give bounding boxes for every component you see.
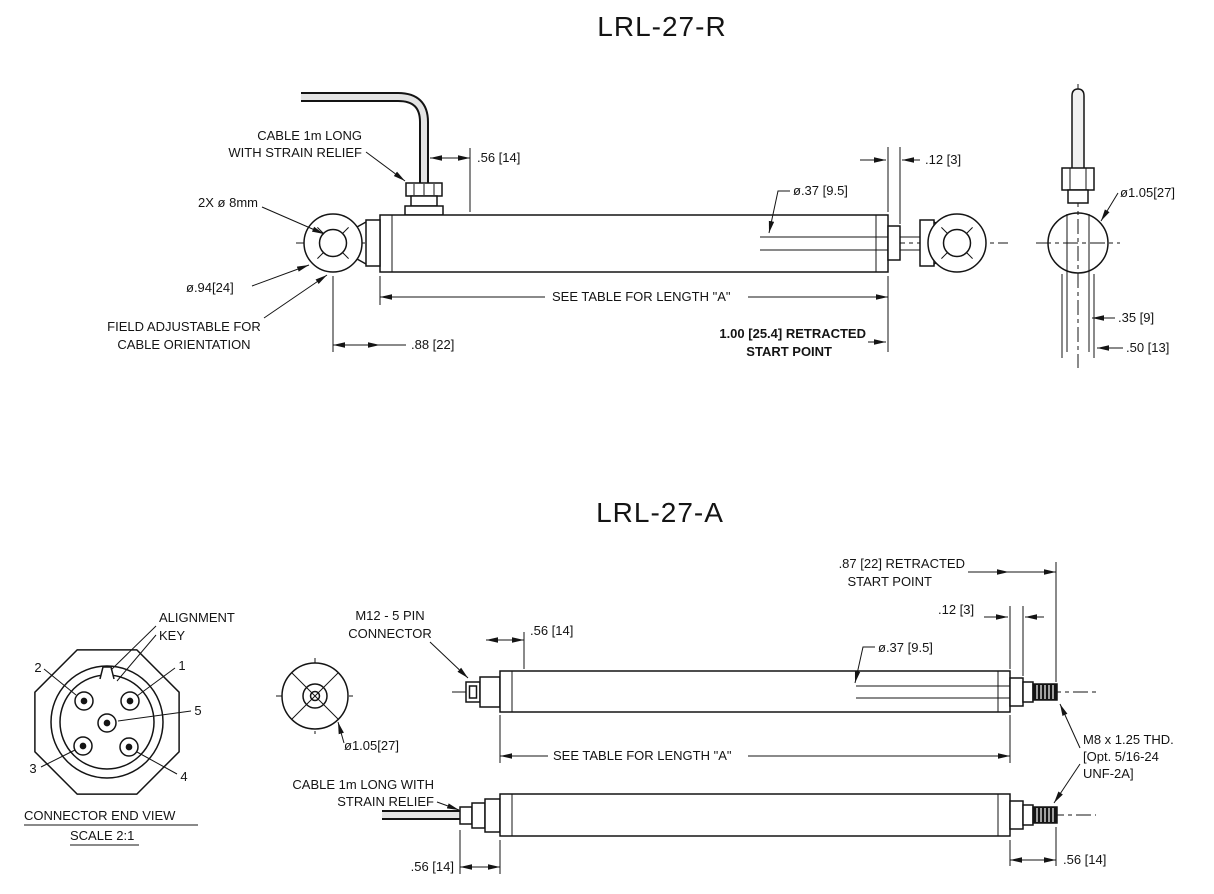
pin-4 — [119, 737, 139, 757]
rod-end-r — [1071, 88, 1085, 170]
caption-line2: SCALE 2:1 — [70, 828, 134, 843]
title-lrl-27-a: LRL-27-A — [596, 497, 724, 528]
rod-dia-label-r: ø.37 [9.5] — [768, 183, 848, 234]
eye-dia-text: ø.94[24] — [186, 280, 234, 295]
body-a-cable — [382, 793, 1058, 837]
thread-note-line2: [Opt. 5/16-24 — [1083, 749, 1159, 764]
alignment-key-notch — [99, 666, 115, 680]
dim-cable-fitting-text: .56 [14] — [411, 859, 454, 874]
length-note-r-text: SEE TABLE FOR LENGTH "A" — [552, 289, 731, 304]
dim-connector-offset-text: .56 [14] — [530, 623, 573, 638]
dim-end-gap-r-text: .12 [3] — [925, 152, 961, 167]
pin-1 — [120, 691, 140, 711]
m12-connector — [465, 681, 481, 703]
pin-label-4: 4 — [180, 769, 187, 784]
dim-retracted-r: 1.00 [25.4] RETRACTED START POINT — [719, 326, 886, 359]
alignment-key-label: ALIGNMENT KEY — [110, 610, 235, 682]
dim-stud-a: .56 [14] — [1009, 827, 1106, 867]
cable-note-r-line1: CABLE 1m LONG — [257, 128, 362, 143]
cable-note-a: CABLE 1m LONG WITH STRAIN RELIEF — [292, 777, 460, 811]
field-adjustable-note: FIELD ADJUSTABLE FOR CABLE ORIENTATION — [107, 274, 328, 352]
body-a-connector — [465, 670, 1058, 713]
rod-eye-right — [887, 213, 987, 273]
strain-relief-a — [459, 806, 473, 825]
dim-length-a-r: SEE TABLE FOR LENGTH "A" — [379, 276, 889, 352]
pin-2 — [74, 691, 94, 711]
title-lrl-27-r: LRL-27-R — [597, 11, 726, 42]
dim-cable-offset-r: .56 [14] — [430, 148, 520, 212]
thread-note: M8 x 1.25 THD. [Opt. 5/16-24 UNF-2A] — [1053, 703, 1174, 804]
rod-dia-r-text: ø.37 [9.5] — [793, 183, 848, 198]
strain-relief-fitting-r — [404, 182, 444, 216]
connector-end-view: 2 1 5 3 4 ALIGNMENT KEY CONNECTOR END VI… — [24, 610, 235, 846]
dim-eye-offset-r: .88 [22] — [332, 276, 454, 352]
dim-end-gap-a: .12 [3] — [938, 602, 1044, 676]
dim-cable-offset-r-text: .56 [14] — [477, 150, 520, 165]
dim-connector-offset-a: .56 [14] — [486, 623, 573, 669]
dim-outer-width-r: .50 [13] — [1097, 340, 1169, 355]
bore-label-text: 2X ø 8mm — [198, 195, 258, 210]
dim-outer-r-text: .50 [13] — [1126, 340, 1169, 355]
pin-label-2: 2 — [34, 660, 41, 675]
rod-dia-a-text: ø.37 [9.5] — [878, 640, 933, 655]
connector-face-view: ø1.05[27] — [276, 658, 399, 753]
dim-inner-width-r: .35 [9] — [1092, 310, 1154, 325]
thread-note-line3: UNF-2A] — [1083, 766, 1134, 781]
alignment-key-line2: KEY — [159, 628, 185, 643]
bore-label-r: 2X ø 8mm — [198, 195, 325, 235]
pin-label-5: 5 — [194, 703, 201, 718]
eye-dia-label-r: ø.94[24] — [186, 264, 310, 295]
pin-label-3: 3 — [29, 761, 36, 776]
dim-retracted-a: .87 [22] RETRACTED START POINT — [839, 556, 1057, 682]
dim-eye-offset-r-text: .88 [22] — [411, 337, 454, 352]
cable-note-r: CABLE 1m LONG WITH STRAIN RELIEF — [228, 128, 406, 182]
end-dia-label-r: ø1.05[27] — [1100, 185, 1175, 222]
cable-note-a-line2: STRAIN RELIEF — [337, 794, 434, 809]
lrl-27-a-view: LRL-27-A 2 1 5 3 4 ALI — [24, 497, 1174, 874]
thread-note-line1: M8 x 1.25 THD. — [1083, 732, 1174, 747]
dim-cable-fitting-a: .56 [14] — [411, 830, 501, 874]
end-view-r — [1036, 84, 1120, 368]
m12-connector-note: M12 - 5 PIN CONNECTOR — [348, 608, 469, 679]
pin-label-1: 1 — [178, 658, 185, 673]
body-tube-r — [379, 214, 889, 273]
field-adjustable-line1: FIELD ADJUSTABLE FOR — [107, 319, 261, 334]
length-note-a-text: SEE TABLE FOR LENGTH "A" — [553, 748, 732, 763]
dim-end-gap-a-text: .12 [3] — [938, 602, 974, 617]
end-view-caption: CONNECTOR END VIEW SCALE 2:1 — [24, 808, 198, 846]
dim-end-gap-r: .12 [3] — [860, 147, 961, 224]
pin-leaders — [40, 667, 192, 775]
threaded-stud-lower — [1032, 806, 1058, 824]
rod-dia-label-a: ø.37 [9.5] — [854, 640, 933, 684]
dim-stud-text: .56 [14] — [1063, 852, 1106, 867]
retracted-r-line2: START POINT — [746, 344, 832, 359]
end-dia-r-text: ø1.05[27] — [1120, 185, 1175, 200]
retracted-a-line1: .87 [22] RETRACTED — [839, 556, 965, 571]
cable-note-a-line1: CABLE 1m LONG WITH — [292, 777, 434, 792]
threaded-stud-upper — [1032, 683, 1058, 701]
small-end-dia-text: ø1.05[27] — [344, 738, 399, 753]
lrl-27-r-view: LRL-27-R — [107, 11, 1175, 368]
cable-r — [301, 92, 429, 184]
caption-line1: CONNECTOR END VIEW — [24, 808, 176, 823]
dim-length-a-a: SEE TABLE FOR LENGTH "A" — [499, 715, 1011, 763]
small-end-dia-label: ø1.05[27] — [337, 721, 399, 753]
rod-eye-left — [303, 213, 381, 273]
eye-end-circle-r — [1047, 212, 1109, 274]
m12-note-line1: M12 - 5 PIN — [355, 608, 424, 623]
dim-inner-r-text: .35 [9] — [1118, 310, 1154, 325]
alignment-key-line1: ALIGNMENT — [159, 610, 235, 625]
field-adjustable-line2: CABLE ORIENTATION — [117, 337, 250, 352]
retracted-a-line2: START POINT — [847, 574, 932, 589]
pin-5 — [97, 713, 117, 733]
retracted-r-line1: 1.00 [25.4] RETRACTED — [719, 326, 866, 341]
cable-note-r-line2: WITH STRAIN RELIEF — [228, 145, 362, 160]
m12-note-line2: CONNECTOR — [348, 626, 432, 641]
pin-3 — [73, 736, 93, 756]
